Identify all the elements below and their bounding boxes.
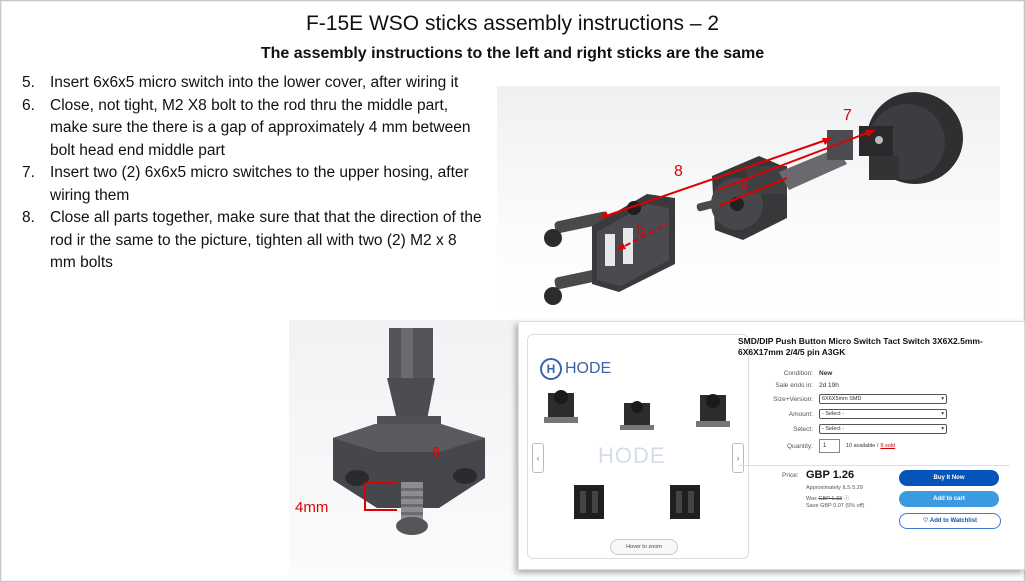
condition-value: New [819,370,833,377]
amount-row: Amount: - Select - ▾ [741,409,947,419]
size-version-row: Size+Version: 6X6X5mm SMD ▾ [741,394,947,404]
size-version-label: Size+Version: [773,395,813,403]
sale-ends-label: Sale ends in: [775,382,813,389]
info-icon[interactable]: ⓘ [843,496,850,502]
condition-row: Condition: New [741,370,833,377]
hover-to-zoom-hint: Hover to zoom [610,539,678,555]
size-version-select[interactable]: 6X6X5mm SMD ▾ [819,394,947,404]
step-number: 6. [22,96,35,114]
gallery-prev-button[interactable]: ‹ [532,443,544,473]
middle-part [711,156,787,240]
slide-subtitle: The assembly instructions to the left an… [260,45,765,62]
savings: Save GBP 0.07 (5% off) [806,503,865,509]
assembly-arrows [599,129,876,251]
select-label: Select: [793,425,813,433]
brand-logo: H HODE [540,358,611,380]
label-5: 5 [636,221,645,238]
price-label: Price: [782,472,799,479]
product-listing: H HODE HODE ‹ › Hover to zoom SMD/DIP Pu… [518,321,1025,570]
label-8: 8 [674,163,683,180]
add-to-watchlist-button[interactable]: ♡ Add to Watchlist [899,513,1001,529]
switch-photo-5 [670,485,700,519]
step-text: Insert two (2) 6x6x5 micro switches to t… [50,164,469,204]
gap-marker [364,482,397,511]
upper-housing [859,92,963,184]
switch-photo-1 [544,390,578,423]
brand-name: HODE [565,360,612,377]
bolt-lower [544,268,605,305]
sale-ends-row: Sale ends in: 2d 19h [741,382,839,389]
middle-part-drawing: 6 4mm [295,328,485,535]
label-7: 7 [843,107,852,124]
step-7: 7. Insert two (2) 6x6x5 micro switches t… [22,162,482,207]
step-text: Insert 6x6x5 micro switch into the lower… [50,74,459,91]
quantity-row: Quantity: 1 10 available / 9 sold [741,439,895,453]
amount-value: - Select - [822,411,845,417]
was-label: Was [806,496,817,502]
step-5: 5. Insert 6x6x5 micro switch into the lo… [22,72,482,95]
steps-list: 5. Insert 6x6x5 micro switch into the lo… [22,72,482,275]
brand-logo-icon: H [540,358,562,380]
product-gallery[interactable]: H HODE HODE ‹ › Hover to zoom [527,334,749,559]
approx-price: Approximately ILS 5.29 [806,485,863,491]
step-number: 8. [22,209,35,226]
gap-label: 4mm [295,499,328,516]
step-text: Close, not tight, M2 X8 bolt to the rod … [50,96,471,159]
was-price-row: Was GBP 1.33 ⓘ [806,494,849,502]
price-value: GBP 1.26 [806,469,855,481]
add-to-cart-button[interactable]: Add to cart [899,491,999,507]
price-section: Price: GBP 1.26 Approximately ILS 5.29 W… [738,465,1010,532]
step-number: 7. [22,164,35,181]
buy-it-now-button[interactable]: Buy It Now [899,470,999,486]
step-text: Close all parts together, make sure that… [50,209,482,271]
step-number: 5. [22,74,35,91]
rod [779,130,853,190]
label-6: 6 [740,177,749,194]
step-8: 8. Close all parts together, make sure t… [22,207,482,275]
sold-count-link[interactable]: 9 sold [880,443,896,449]
bolt-upper [544,211,609,247]
slide-title: F-15E WSO sticks assembly instructions –… [305,12,720,35]
chevron-down-icon: ▾ [941,411,944,417]
size-version-value: 6X6X5mm SMD [822,396,862,402]
middle-part-image: 6 4mm [289,320,517,575]
product-title: SMD/DIP Push Button Micro Switch Tact Sw… [738,336,983,357]
switch-photos [544,390,730,519]
switch-photo-3 [696,394,730,427]
step-6: 6. Close, not tight, M2 X8 bolt to the r… [22,95,482,163]
option-value: - Select - [822,426,845,432]
amount-select[interactable]: - Select - ▾ [819,409,947,419]
label-6: 6 [432,444,440,461]
switch-photo-2 [620,401,654,430]
chevron-down-icon: ▾ [941,426,944,432]
quantity-label: Quantity: [786,442,813,450]
was-price: GBP 1.33 [818,496,843,502]
exploded-view-drawing: 7 8 6 5 [544,92,963,305]
lower-cover [592,194,675,292]
option-select[interactable]: - Select - ▾ [819,424,947,434]
select-row: Select: - Select - ▾ [741,424,947,434]
available-count: 10 available / [846,443,879,449]
condition-label: Condition: [783,370,813,377]
exploded-view-image: 7 8 6 5 [497,86,1000,312]
quantity-input[interactable]: 1 [819,439,840,453]
amount-label: Amount: [788,410,813,418]
watermark: HODE [598,443,666,468]
chevron-down-icon: ▾ [941,396,944,402]
switch-photo-4 [574,485,604,519]
sale-ends-value: 2d 19h [819,382,839,389]
